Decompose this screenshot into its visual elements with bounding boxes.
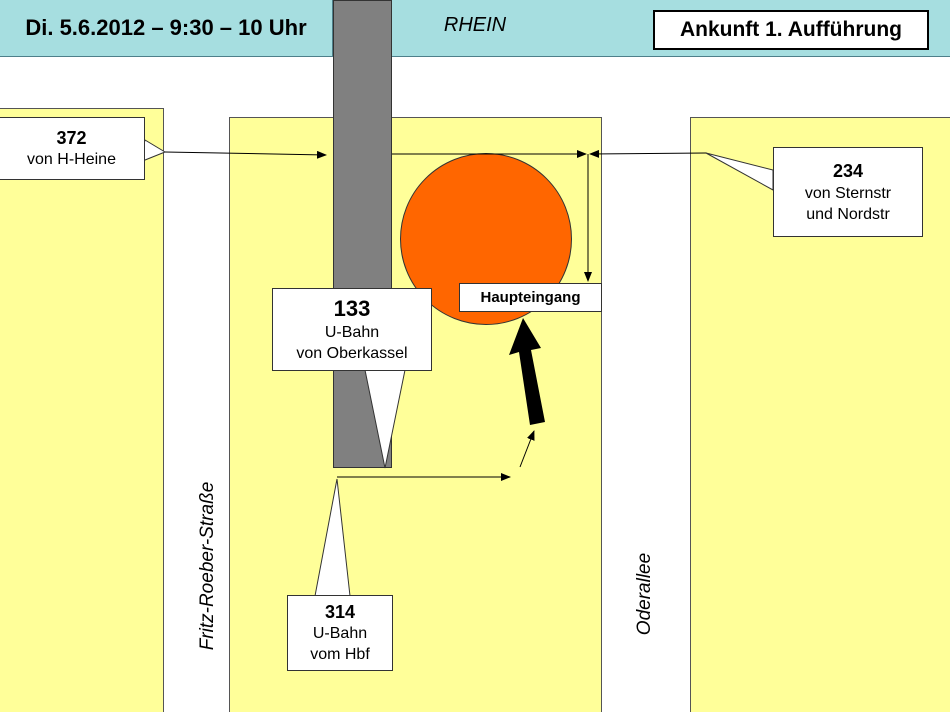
line-number: 234 bbox=[832, 161, 864, 181]
callout-line-133: 133 U-Bahn von Oberkassel bbox=[272, 288, 432, 371]
callout-line-234: 234 von Sternstr und Nordstr bbox=[773, 147, 923, 237]
callout-line-314: 314 U-Bahn vom Hbf bbox=[287, 595, 393, 671]
line-origin: und Nordstr bbox=[806, 206, 890, 223]
entrance-label: Haupteingang bbox=[459, 283, 602, 312]
block-west bbox=[0, 108, 164, 712]
line-mode: U-Bahn bbox=[312, 625, 368, 642]
route-234-line bbox=[589, 149, 707, 158]
street-label-fritz-roeber: Fritz-Roeber-Straße bbox=[197, 481, 218, 651]
line-number: 314 bbox=[324, 602, 356, 622]
line-mode: U-Bahn bbox=[324, 323, 380, 341]
date-time-label: Di. 5.6.2012 – 9:30 – 10 Uhr bbox=[0, 0, 333, 56]
bridge-road bbox=[333, 0, 392, 468]
page-title: Ankunft 1. Aufführung bbox=[653, 10, 929, 50]
river-label: RHEIN bbox=[443, 14, 507, 36]
street-label-oderallee: Oderallee bbox=[634, 552, 655, 636]
line-origin: von Sternstr bbox=[804, 185, 892, 202]
line-number: 372 bbox=[56, 128, 87, 148]
callout-line-372: 372 von H-Heine bbox=[0, 117, 145, 180]
line-origin: von H-Heine bbox=[27, 151, 116, 168]
line-origin: von Oberkassel bbox=[296, 344, 408, 362]
line-number: 133 bbox=[333, 295, 371, 321]
line-origin: vom Hbf bbox=[310, 646, 370, 663]
